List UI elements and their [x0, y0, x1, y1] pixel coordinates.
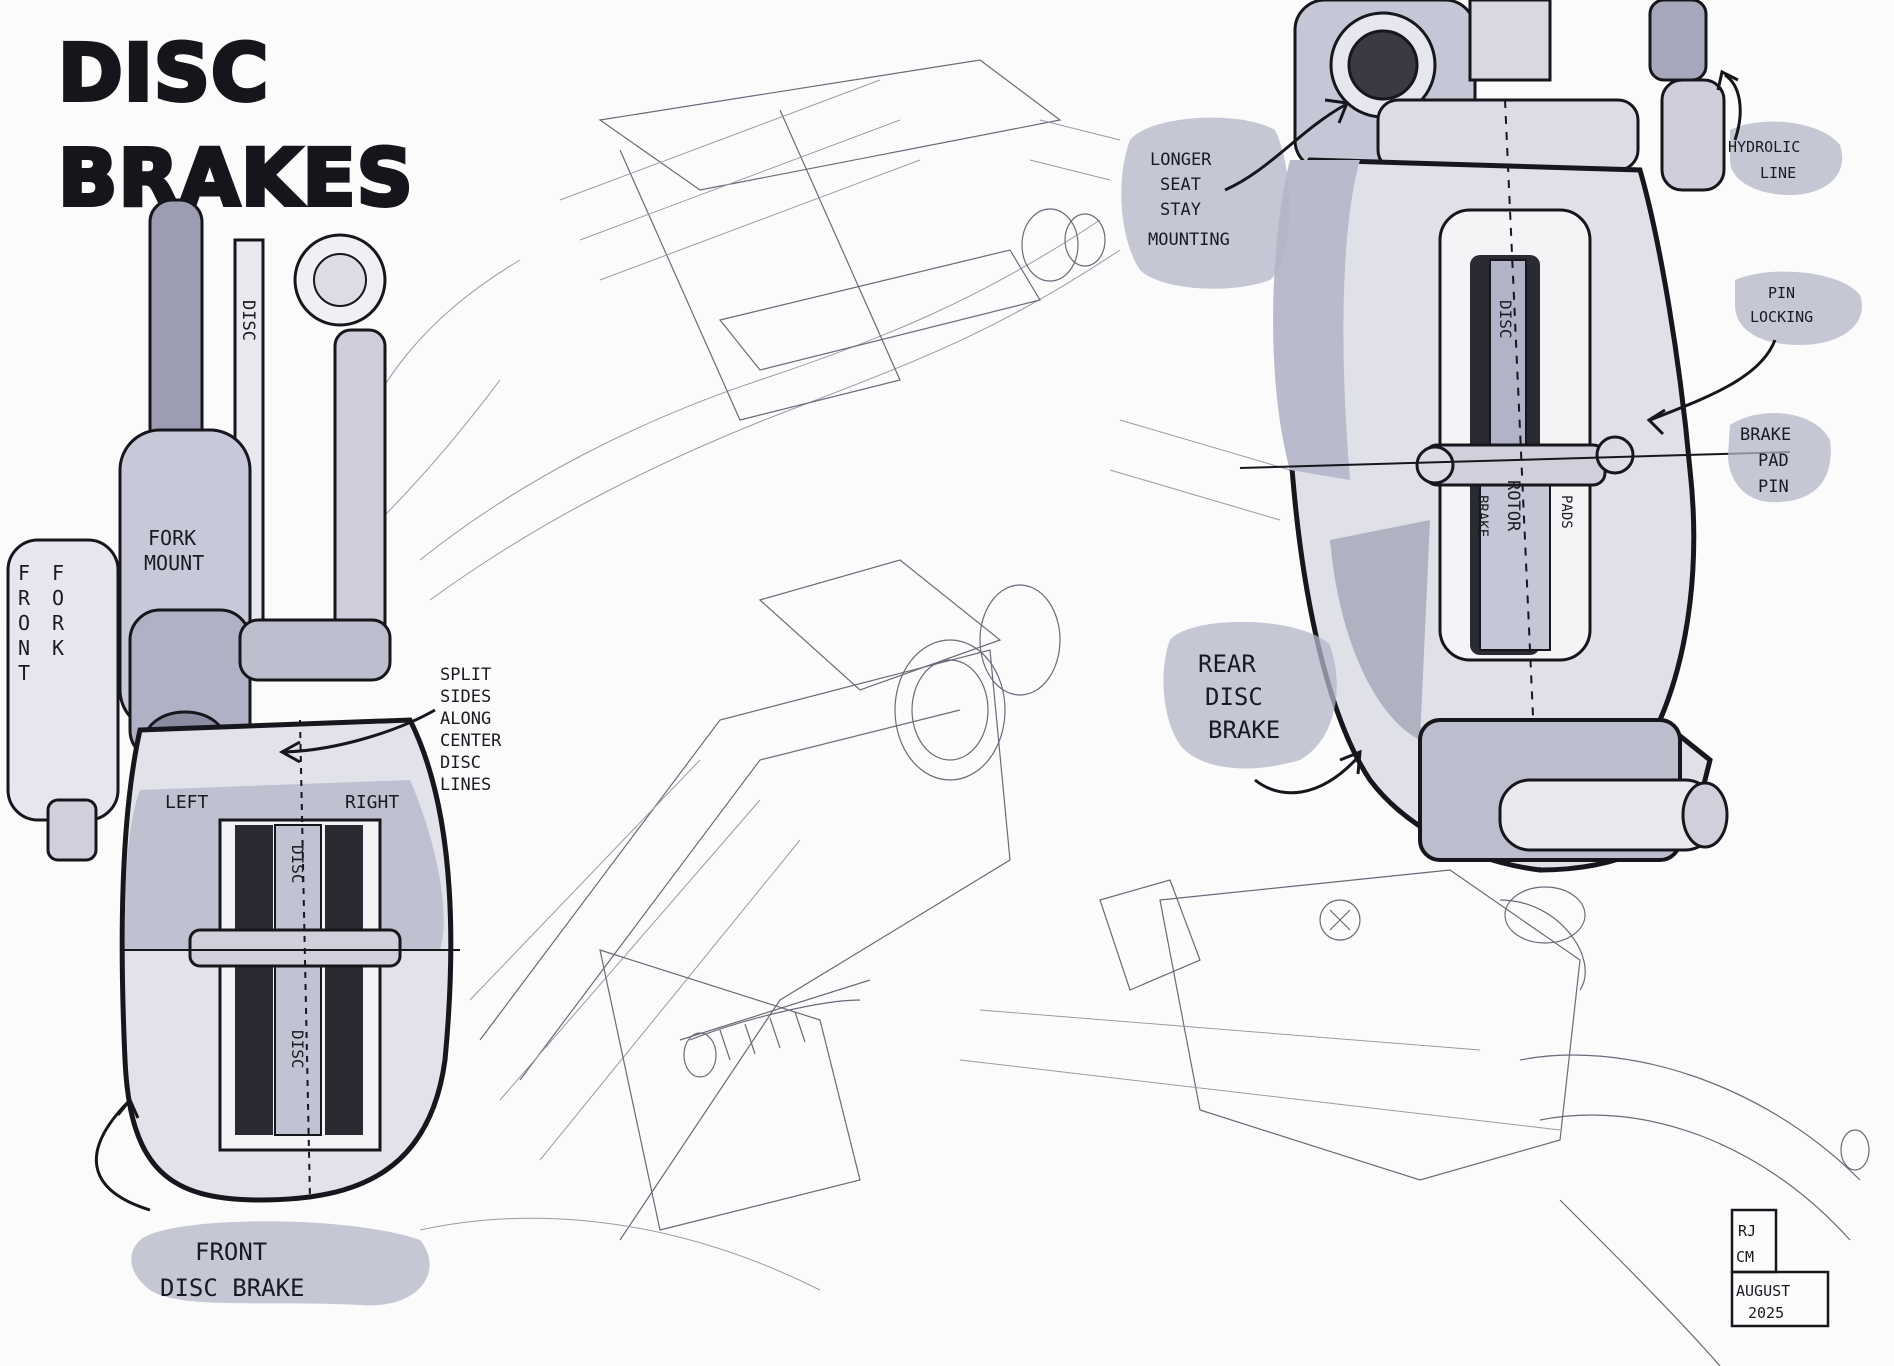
fork-letter-f: F [52, 561, 64, 585]
signature-stamp: RJ CM AUGUST 2025 [1730, 1208, 1830, 1328]
hydraulic-line [1648, 0, 1708, 82]
initials-top: RJ [1738, 1222, 1756, 1240]
pads-label: PADS [1558, 495, 1574, 529]
hydraulic-blob [1730, 121, 1843, 195]
right-label: RIGHT [345, 792, 399, 813]
seat-stay-blob [1121, 117, 1290, 289]
front-fork-letter-n: N [18, 636, 30, 660]
initials-bottom: CM [1736, 1248, 1754, 1266]
split-line-6: LINES [440, 775, 491, 795]
pin-locking-label: PIN LOCKING [1750, 284, 1813, 326]
title-line-2: BRAKES [58, 134, 414, 224]
rear-arrow [1254, 754, 1362, 795]
left-label: LEFT [165, 792, 209, 813]
front-pad-pin [188, 928, 402, 968]
rotor-label: ROTOR [1503, 480, 1523, 532]
front-label-blob [131, 1221, 430, 1306]
split-line-5: DISC [440, 753, 481, 773]
seat-stay-line-1: LONGER [1150, 150, 1212, 170]
fork-mount-line-1: FORK [148, 526, 196, 550]
fork-mount-line-2: MOUNT [144, 551, 204, 575]
split-line-2: SIDES [440, 687, 491, 707]
brake-pad-pin-label: BRAKE PAD PIN [1740, 425, 1791, 497]
fork-mount-label: FORK MOUNT [144, 526, 204, 575]
split-line-1: SPLIT [440, 665, 491, 685]
fork-letter-r: R [52, 611, 65, 635]
seat-stay-arrow [1224, 103, 1346, 192]
title-line-1: DISC [58, 29, 269, 119]
fork-letter-o: O [52, 586, 64, 610]
brake-pad-pin-line-3: PIN [1758, 477, 1789, 497]
brake-pad-pin-line-1: BRAKE [1740, 425, 1791, 445]
hydraulic-line-2: LINE [1760, 164, 1796, 182]
front-fork-letter-o: O [18, 611, 30, 635]
seat-stay-line-4: MOUNTING [1148, 230, 1230, 250]
front-fork-letter-f1: F [18, 561, 30, 585]
longer-seat-stay-label: LONGER SEAT STAY MOUNTING [1148, 150, 1230, 250]
rear-disc-brake-line-2: DISC [1205, 683, 1263, 711]
front-disc-rotor [274, 824, 322, 1136]
front-fork-label: F R O N T F O R K [18, 561, 65, 685]
brake-label: BRAKE [1474, 495, 1490, 537]
front-fork-letter-r: R [18, 586, 31, 610]
disc-top-label: DISC [238, 300, 258, 341]
rear-disc-brake-drawing [1121, 0, 1862, 873]
rear-disc-label: DISC [1496, 300, 1515, 339]
background-sketch-frame [339, 59, 1870, 1366]
rear-disc-brake-line-1: REAR [1198, 650, 1256, 678]
front-fork-letter-t: T [18, 661, 30, 685]
date-month: AUGUST [1736, 1282, 1790, 1300]
front-disc-brake-line-1: FRONT [195, 1238, 267, 1266]
brake-pad-pin-line-2: PAD [1758, 451, 1789, 471]
pin-locking-blob [1735, 271, 1862, 345]
hydraulic-line-label: HYDROLIC LINE [1728, 138, 1800, 182]
rear-label-blob [1163, 621, 1337, 769]
split-arrow [284, 708, 436, 754]
front-arrow [94, 1098, 151, 1212]
rear-disc-brake-label: REAR DISC BRAKE [1198, 650, 1280, 744]
front-disc-brake-line-2: DISC BRAKE [160, 1274, 305, 1302]
split-sides-label: SPLIT SIDES ALONG CENTER DISC LINES [440, 665, 502, 795]
hydraulic-line-1: HYDROLIC [1728, 138, 1800, 156]
split-line-3: ALONG [440, 709, 491, 729]
pin-locking-line-1: PIN [1768, 284, 1795, 302]
pin-locking-arrow [1649, 339, 1777, 422]
hydraulic-tube [148, 198, 204, 452]
date-year: 2025 [1748, 1304, 1784, 1322]
seat-stay-line-2: SEAT [1160, 175, 1201, 195]
page-title: DISC BRAKES [56, 27, 415, 226]
seat-stay-line-3: STAY [1160, 200, 1201, 220]
front-disc-lower-label: DISC [288, 1030, 307, 1069]
front-disc-brake-drawing [6, 198, 460, 1306]
front-disc-upper-label: DISC [288, 845, 307, 884]
split-line-4: CENTER [440, 731, 502, 751]
rear-disc-brake-line-3: BRAKE [1208, 716, 1280, 744]
fork-letter-k: K [52, 636, 64, 660]
pin-locking-line-2: LOCKING [1750, 308, 1813, 326]
brake-pad-pin-blob [1728, 413, 1831, 503]
front-disc-brake-label: FRONT DISC BRAKE [160, 1238, 305, 1302]
mount-bolt-hole [1347, 29, 1419, 101]
hydraulic-arrow [1724, 73, 1742, 141]
